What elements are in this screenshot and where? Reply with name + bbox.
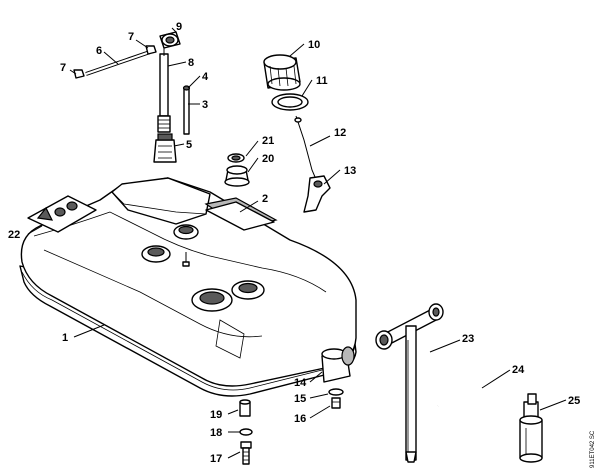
label-17: 17	[210, 453, 222, 465]
label-18: 18	[210, 427, 222, 439]
label-16: 16	[294, 413, 306, 425]
label-1: 1	[62, 332, 68, 344]
label-23: 23	[462, 333, 474, 345]
tools	[375, 303, 543, 463]
label-19: 19	[210, 409, 222, 421]
label-13: 13	[344, 165, 356, 177]
label-21: 21	[262, 135, 274, 147]
label-3: 3	[202, 99, 208, 111]
callout-labels: 1 2 3 4 5 6 7 7 8 9 10 11 12 13 14 15 16…	[8, 21, 580, 465]
label-7b: 7	[128, 31, 134, 43]
decal	[205, 201, 275, 231]
label-15: 15	[294, 393, 306, 405]
label-8: 8	[188, 57, 194, 69]
label-11: 11	[316, 75, 328, 87]
tank-cap-assembly	[224, 54, 331, 213]
warning-decal	[27, 195, 97, 233]
label-25: 25	[568, 395, 580, 407]
label-10: 10	[308, 39, 320, 51]
label-9: 9	[176, 21, 182, 33]
label-4: 4	[202, 71, 209, 83]
label-22: 22	[8, 229, 20, 241]
label-24: 24	[512, 364, 525, 376]
drawing-reference-code: 911ET042 SC	[590, 430, 596, 468]
label-5: 5	[186, 139, 192, 151]
mounting-hardware	[239, 346, 355, 465]
label-20: 20	[262, 153, 274, 165]
leader-lines	[27, 27, 567, 459]
fuel-pickup-assembly	[73, 31, 191, 163]
label-6: 6	[96, 45, 102, 57]
label-2: 2	[262, 193, 268, 205]
label-14: 14	[294, 377, 307, 389]
label-7a: 7	[60, 62, 66, 74]
label-12: 12	[334, 127, 346, 139]
